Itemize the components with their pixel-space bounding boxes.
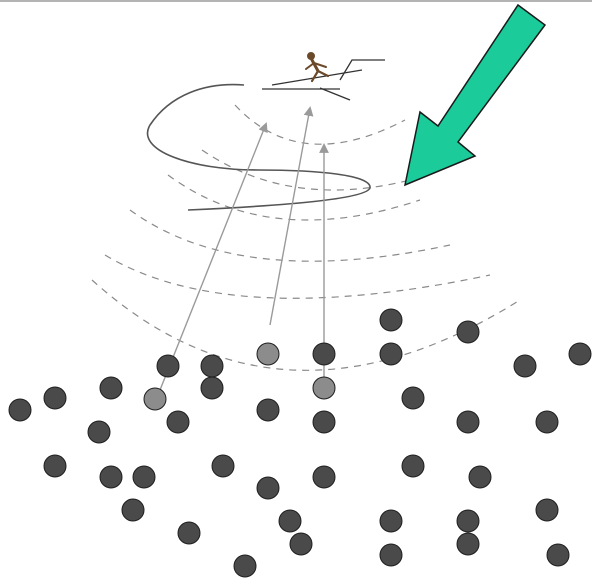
particle (167, 411, 189, 433)
particle (9, 399, 31, 421)
highlighted-particle (257, 343, 279, 365)
particle (457, 321, 479, 343)
particle (469, 466, 491, 488)
particle (313, 411, 335, 433)
particle (88, 421, 110, 443)
particle (44, 455, 66, 477)
particle (457, 411, 479, 433)
particle (157, 355, 179, 377)
particle-field (9, 309, 591, 577)
particle (514, 355, 536, 377)
particle (569, 343, 591, 365)
wave-curve (148, 85, 371, 210)
particle (402, 455, 424, 477)
particle (100, 466, 122, 488)
particle (536, 411, 558, 433)
particle (290, 533, 312, 555)
particle (234, 555, 256, 577)
particle (547, 544, 569, 566)
particle (380, 544, 402, 566)
particle (212, 455, 234, 477)
particle (313, 466, 335, 488)
particle (380, 309, 402, 331)
particle (313, 343, 335, 365)
particle (380, 510, 402, 532)
particle (402, 387, 424, 409)
particle (100, 377, 122, 399)
particle (380, 343, 402, 365)
particle (279, 510, 301, 532)
particle (257, 477, 279, 499)
particle (536, 499, 558, 521)
wave-arc (202, 150, 410, 190)
highlighted-particle (313, 377, 335, 399)
particle (133, 466, 155, 488)
wave-arc (92, 280, 520, 370)
highlighted-particle (144, 388, 166, 410)
particle (201, 377, 223, 399)
wave-arc (105, 255, 490, 298)
emission-arrows (160, 108, 324, 390)
particle (457, 510, 479, 532)
particle (457, 533, 479, 555)
particle (257, 399, 279, 421)
incident-arrow-icon (405, 5, 545, 185)
particle (201, 355, 223, 377)
particle (44, 387, 66, 409)
particle (122, 499, 144, 521)
particle (178, 522, 200, 544)
